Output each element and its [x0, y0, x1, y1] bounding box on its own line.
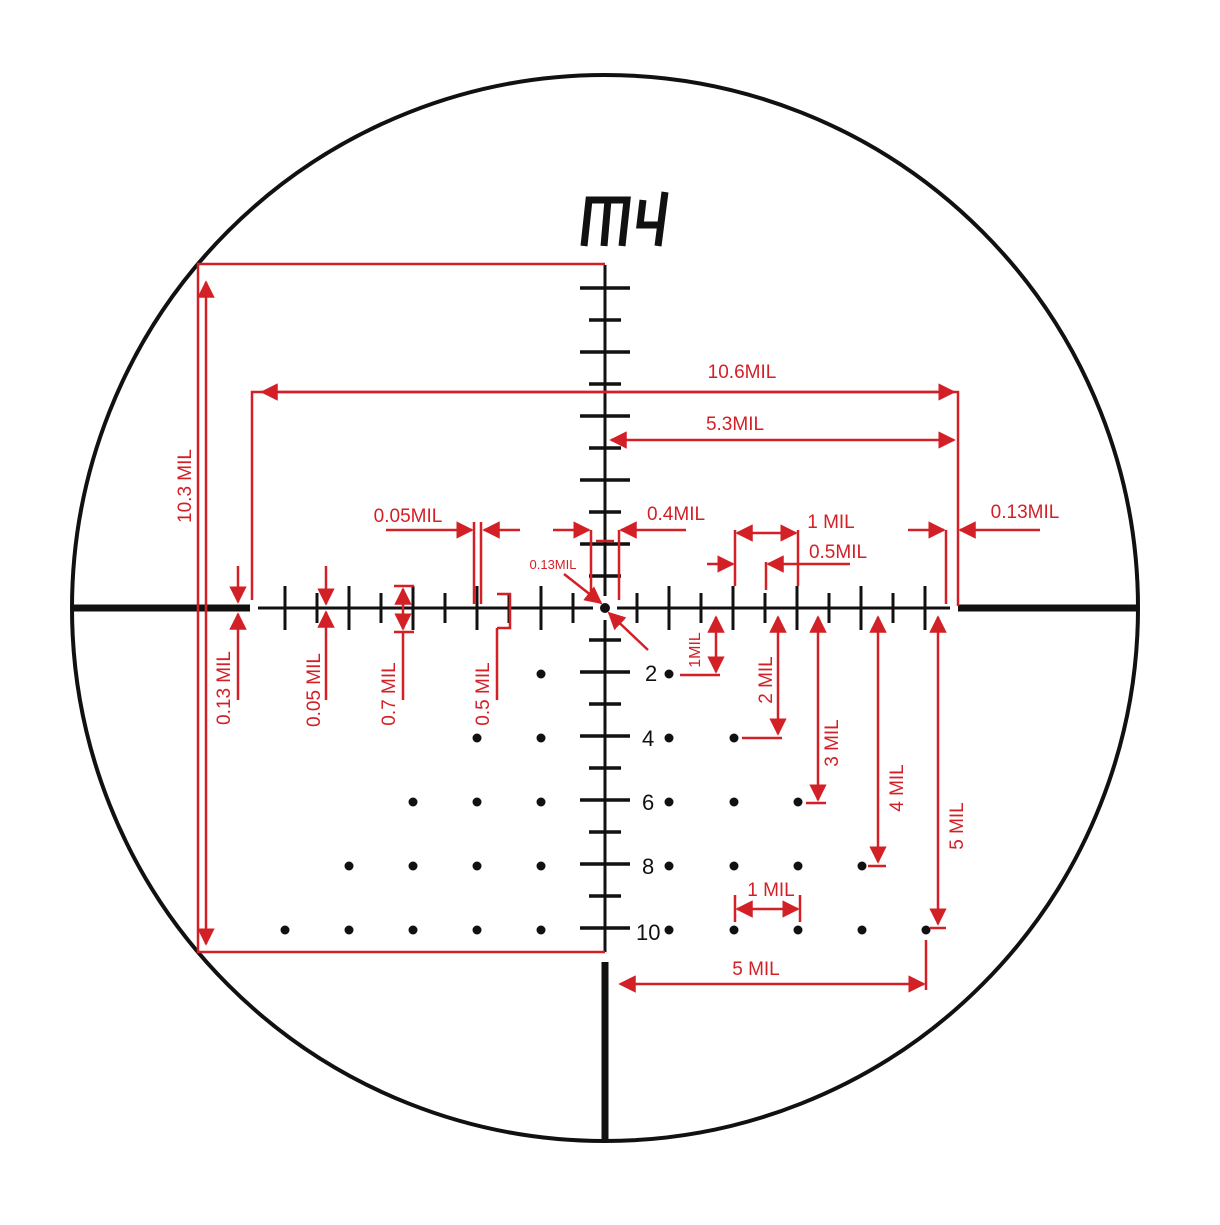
dot-spacing-label: 1 MIL	[747, 880, 795, 901]
main-tick-spacing-label: 1 MIL	[807, 512, 855, 533]
drop-5-label: 5 MIL	[947, 802, 968, 850]
hold-dot	[408, 797, 418, 807]
hold-dot	[729, 797, 739, 807]
bar-end-thickness-label: 0.13MIL	[991, 502, 1060, 523]
hold-dot	[729, 925, 739, 935]
total-width-label: 10.6MIL	[708, 362, 777, 383]
major-tick-height-label: 0.7 MIL	[379, 662, 400, 725]
hold-number: 4	[642, 726, 654, 751]
drop-1-label: 1MIL	[687, 632, 704, 668]
hold-numbers: 2 4 6 8 10	[636, 661, 660, 945]
thick-bar-thickness-label: 0.13 MIL	[214, 651, 235, 725]
hold-dot	[408, 925, 418, 935]
center-gap-label: 0.4MIL	[647, 504, 705, 525]
drop-2-label: 2 MIL	[756, 656, 777, 704]
hold-dots	[280, 669, 931, 935]
hold-dot	[280, 925, 290, 935]
dot-span-label: 5 MIL	[732, 959, 780, 980]
center-dot-label: 0.13MIL	[530, 557, 577, 572]
hold-dot	[536, 861, 546, 871]
hold-dot	[921, 925, 931, 935]
hold-dot	[536, 733, 546, 743]
tick-thickness-label: 0.05 MIL	[304, 653, 325, 727]
hold-dot	[793, 925, 803, 935]
hold-dot	[857, 861, 867, 871]
hold-dot	[472, 925, 482, 935]
drop-3-label: 3 MIL	[822, 719, 843, 767]
hold-dot	[729, 733, 739, 743]
hold-dot	[664, 861, 674, 871]
m4-logo	[580, 191, 669, 247]
hold-number: 8	[642, 854, 654, 879]
annotations	[196, 262, 1040, 993]
hold-dot	[472, 861, 482, 871]
center-dot	[600, 603, 610, 613]
hold-number: 2	[645, 661, 657, 686]
hold-number: 6	[642, 790, 654, 815]
hold-dot	[793, 797, 803, 807]
hold-number: 10	[636, 920, 660, 945]
hold-dot	[664, 669, 674, 679]
hold-dot	[793, 861, 803, 871]
hold-dot	[536, 925, 546, 935]
hold-dot	[472, 797, 482, 807]
total-height-label: 10.3 MIL	[175, 449, 196, 523]
hold-dot	[729, 861, 739, 871]
reticle	[70, 73, 1140, 1143]
hold-dot	[664, 733, 674, 743]
fine-tick-width-label: 0.05MIL	[374, 506, 443, 527]
hold-dot	[344, 925, 354, 935]
hold-dot	[408, 861, 418, 871]
minor-tick-height-label: 0.5 MIL	[473, 662, 494, 725]
half-tick-spacing-label: 0.5MIL	[809, 542, 867, 563]
hold-dot	[857, 925, 867, 935]
hold-dot	[472, 733, 482, 743]
hold-dot	[344, 861, 354, 871]
half-width-label: 5.3MIL	[706, 414, 764, 435]
annotation-labels: 10.6MIL 5.3MIL 0.05MIL 0.4MIL 0.13MIL 0.…	[175, 362, 1059, 980]
hold-dot	[664, 797, 674, 807]
drop-4-label: 4 MIL	[887, 764, 908, 812]
hold-dot	[664, 925, 674, 935]
hold-dot	[536, 797, 546, 807]
hold-dot	[536, 669, 546, 679]
